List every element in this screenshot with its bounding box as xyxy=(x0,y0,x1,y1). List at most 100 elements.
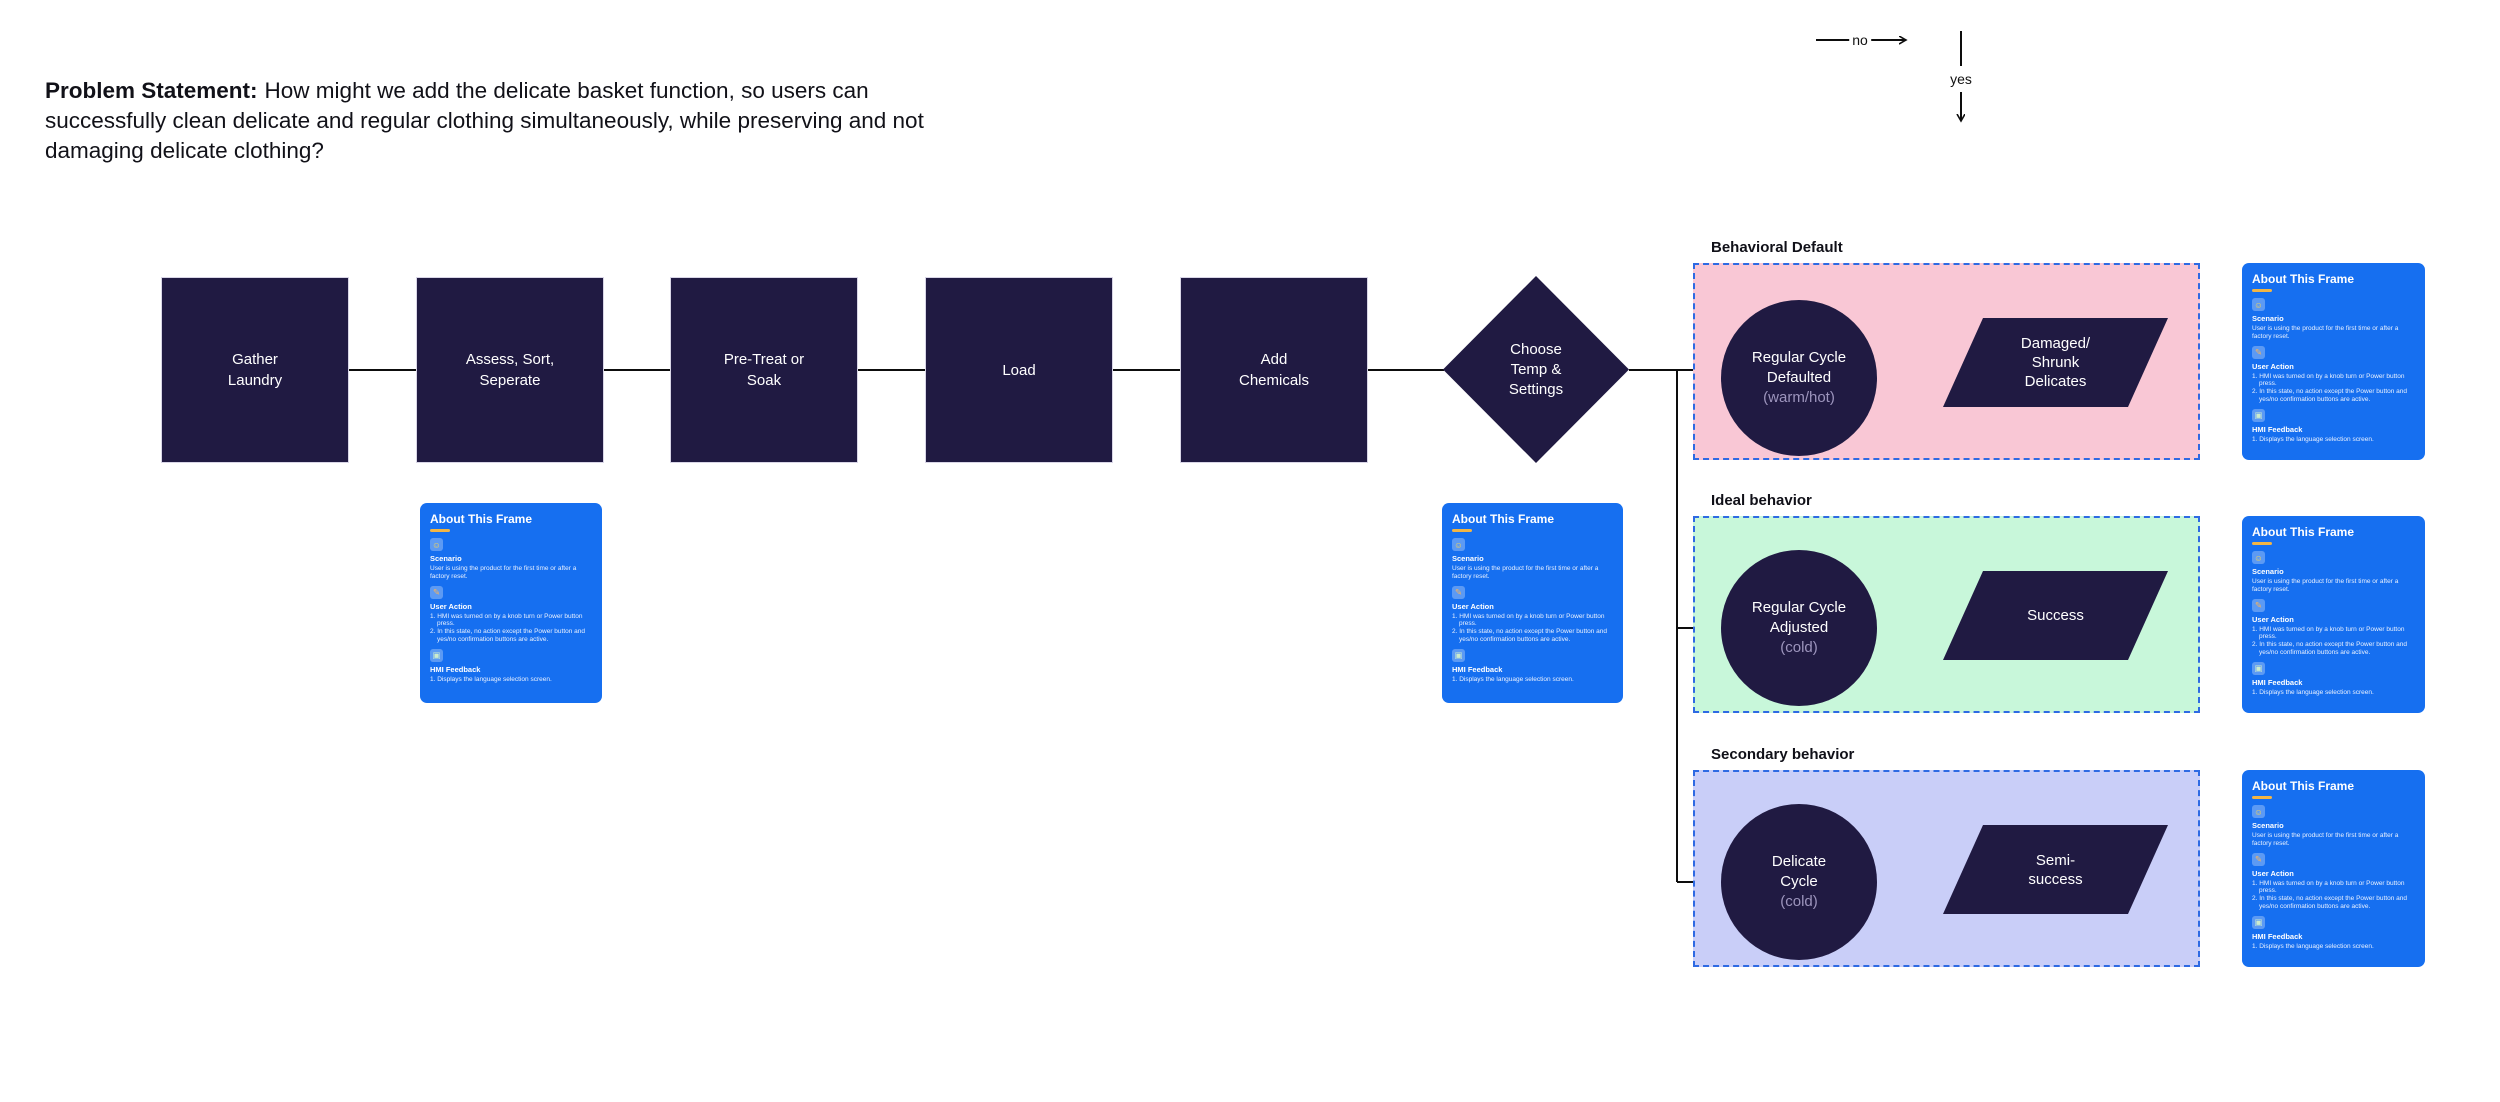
outcome-semi-success[interactable]: Semi- success xyxy=(1943,825,2168,914)
screen-icon: ▣ xyxy=(1452,648,1465,662)
screen-glyph: ▣ xyxy=(2254,916,2263,927)
hmi-feedback-heading: HMI Feedback xyxy=(430,664,481,674)
card-title: About This Frame xyxy=(1452,512,1555,526)
circle-label: Delicate Cycle xyxy=(1771,853,1827,890)
step-pre-treat-or-soak[interactable]: Pre-Treat or Soak xyxy=(670,277,858,463)
scenario-heading: Scenario xyxy=(2252,314,2284,323)
problem-statement: Problem Statement:How might we add the d… xyxy=(45,76,955,166)
cursor-pencil-icon: ✎ xyxy=(1452,585,1465,599)
user-action-section: ✎ User Action 1. HMI was turned on by a … xyxy=(430,585,592,644)
user-action-heading: User Action xyxy=(430,601,472,611)
step-gather-laundry[interactable]: Gather Laundry xyxy=(161,277,349,463)
scenario-heading: Scenario xyxy=(1452,554,1484,563)
about-card-assess-step[interactable]: About This Frame ☺ Scenario User is usin… xyxy=(420,503,602,703)
user-action-item: 1. HMI was turned on by a knob turn or P… xyxy=(2252,879,2405,895)
hmi-feedback-section: ▣ HMI Feedback 1. Displays the language … xyxy=(2252,408,2415,444)
node-regular-cycle-defaulted[interactable]: Regular Cycle Defaulted (warm/hot) xyxy=(1721,300,1877,456)
title-underline xyxy=(2252,796,2272,799)
about-card-secondary-behavior[interactable]: About This Frame ☺ Scenario User is usin… xyxy=(2242,770,2425,967)
smiley-face-icon: ☺ xyxy=(430,538,443,551)
frame-title-behavioral-default[interactable]: Behavioral Default xyxy=(1711,239,1843,256)
hmi-feedback-section: ▣ HMI Feedback 1. Displays the language … xyxy=(2252,661,2415,697)
user-action-heading: User Action xyxy=(2252,868,2294,878)
branch-label-no[interactable]: no xyxy=(1849,32,1871,48)
scenario-section: ☺ Scenario User is using the product for… xyxy=(2252,551,2415,594)
smiley-glyph: ☺ xyxy=(1454,539,1463,550)
branch-label-yes[interactable]: yes xyxy=(1947,71,1975,87)
pencil-glyph: ✎ xyxy=(1454,586,1463,597)
user-action-item: 2. In this state, no action except the P… xyxy=(430,628,586,643)
scenario-heading: Scenario xyxy=(2252,821,2284,830)
node-regular-cycle-adjusted[interactable]: Regular Cycle Adjusted (cold) xyxy=(1721,550,1877,706)
circle-label: Regular Cycle Adjusted xyxy=(1751,599,1847,636)
hmi-feedback-section: ▣ HMI Feedback 1. Displays the language … xyxy=(2252,915,2415,951)
step-load[interactable]: Load xyxy=(925,277,1113,463)
user-action-section: ✎ User Action 1. HMI was turned on by a … xyxy=(2252,852,2415,911)
step-add-chemicals[interactable]: Add Chemicals xyxy=(1180,277,1368,463)
hmi-feedback-item: 1. Displays the language selection scree… xyxy=(430,675,552,683)
hmi-feedback-item: 1. Displays the language selection scree… xyxy=(2252,688,2374,696)
pencil-glyph: ✎ xyxy=(2254,346,2263,357)
scenario-section: ☺ Scenario User is using the product for… xyxy=(2252,805,2415,848)
cursor-pencil-icon: ✎ xyxy=(2252,598,2265,612)
cursor-pencil-icon: ✎ xyxy=(430,585,443,599)
smiley-glyph: ☺ xyxy=(2254,299,2263,310)
scenario-text: User is using the product for the first … xyxy=(2252,578,2399,593)
pencil-glyph: ✎ xyxy=(2254,599,2263,610)
hmi-feedback-heading: HMI Feedback xyxy=(1452,664,1503,674)
user-action-section: ✎ User Action 1. HMI was turned on by a … xyxy=(2252,598,2415,657)
user-action-item: 1. HMI was turned on by a knob turn or P… xyxy=(2252,372,2405,388)
user-action-item: 1. HMI was turned on by a knob turn or P… xyxy=(1452,612,1605,628)
hmi-feedback-item: 1. Displays the language selection scree… xyxy=(2252,435,2374,443)
user-action-section: ✎ User Action 1. HMI was turned on by a … xyxy=(1452,585,1613,644)
scenario-heading: Scenario xyxy=(430,554,462,563)
circle-sublabel: (warm/hot) xyxy=(1763,389,1835,406)
decision-choose-temp-settings[interactable]: Choose Temp & Settings xyxy=(1443,276,1629,463)
hmi-feedback-section: ▣ HMI Feedback 1. Displays the language … xyxy=(1452,648,1613,684)
hmi-feedback-item: 1. Displays the language selection scree… xyxy=(2252,942,2374,950)
user-action-item: 1. HMI was turned on by a knob turn or P… xyxy=(430,612,583,628)
about-card-behavioral-default[interactable]: About This Frame ☺ Scenario User is usin… xyxy=(2242,263,2425,460)
screen-icon: ▣ xyxy=(430,648,443,662)
user-action-item: 1. HMI was turned on by a knob turn or P… xyxy=(2252,625,2405,641)
screen-glyph: ▣ xyxy=(2254,409,2263,420)
frame-title-ideal-behavior[interactable]: Ideal behavior xyxy=(1711,492,1812,509)
outcome-success[interactable]: Success xyxy=(1943,571,2168,660)
node-delicate-cycle[interactable]: Delicate Cycle (cold) xyxy=(1721,804,1877,960)
user-action-item: 2. In this state, no action except the P… xyxy=(2252,641,2408,656)
step-assess-sort-seperate[interactable]: Assess, Sort, Seperate xyxy=(416,277,604,463)
card-title: About This Frame xyxy=(2252,525,2355,539)
user-action-item: 2. In this state, no action except the P… xyxy=(2252,895,2408,910)
frame-title-secondary-behavior[interactable]: Secondary behavior xyxy=(1711,746,1855,763)
screen-glyph: ▣ xyxy=(2254,662,2263,673)
card-title: About This Frame xyxy=(2252,272,2355,286)
about-card-ideal-behavior[interactable]: About This Frame ☺ Scenario User is usin… xyxy=(2242,516,2425,713)
user-action-heading: User Action xyxy=(1452,601,1494,611)
outcome-damaged-shrunk-delicates[interactable]: Damaged/ Shrunk Delicates xyxy=(1943,318,2168,407)
user-action-section: ✎ User Action 1. HMI was turned on by a … xyxy=(2252,345,2415,404)
user-action-item: 2. In this state, no action except the P… xyxy=(2252,388,2408,403)
problem-statement-text: How might we add the delicate basket fun… xyxy=(45,78,924,163)
hmi-feedback-heading: HMI Feedback xyxy=(2252,677,2303,687)
scenario-section: ☺ Scenario User is using the product for… xyxy=(1452,538,1613,581)
user-action-heading: User Action xyxy=(2252,361,2294,371)
hmi-feedback-heading: HMI Feedback xyxy=(2252,424,2303,434)
scenario-heading: Scenario xyxy=(2252,567,2284,576)
scenario-section: ☺ Scenario User is using the product for… xyxy=(430,538,592,581)
circle-sublabel: (cold) xyxy=(1780,893,1818,910)
cursor-pencil-icon: ✎ xyxy=(2252,345,2265,359)
scenario-text: User is using the product for the first … xyxy=(2252,832,2399,847)
scenario-text: User is using the product for the first … xyxy=(2252,325,2399,340)
title-underline xyxy=(2252,542,2272,545)
screen-glyph: ▣ xyxy=(1454,649,1463,660)
circle-label: Regular Cycle Defaulted xyxy=(1751,349,1847,386)
screen-icon: ▣ xyxy=(2252,915,2265,929)
screen-glyph: ▣ xyxy=(432,649,441,660)
hmi-feedback-item: 1. Displays the language selection scree… xyxy=(1452,675,1574,683)
smiley-face-icon: ☺ xyxy=(2252,805,2265,818)
scenario-section: ☺ Scenario User is using the product for… xyxy=(2252,298,2415,341)
pencil-glyph: ✎ xyxy=(2254,853,2263,864)
about-card-decision[interactable]: About This Frame ☺ Scenario User is usin… xyxy=(1442,503,1623,703)
title-underline xyxy=(430,529,450,532)
